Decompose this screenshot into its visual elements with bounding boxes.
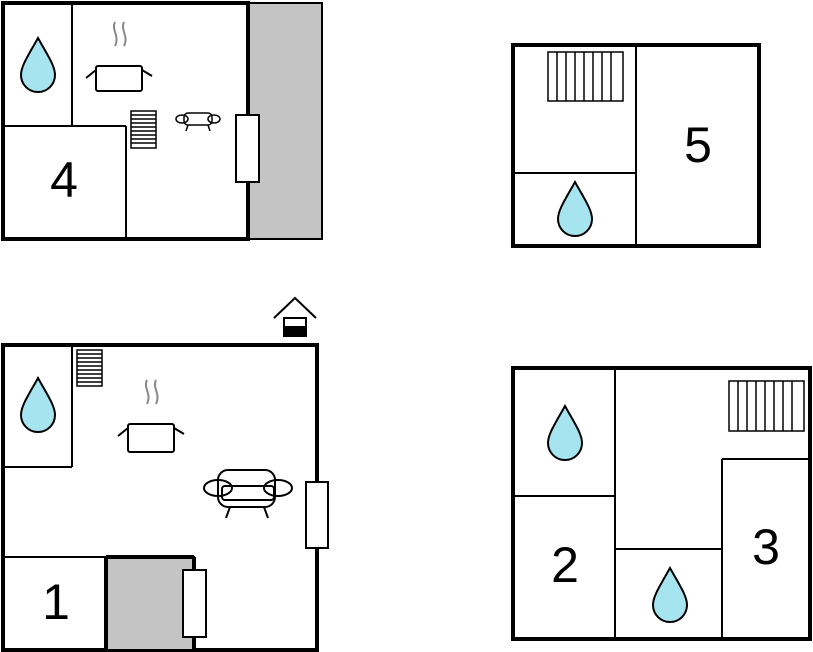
window-icon [182,569,207,638]
sofa-icon [203,469,293,519]
water-drop-icon [556,179,594,237]
radiator-icon [547,51,624,102]
terrace-area [247,2,323,240]
water-drop-icon [546,403,584,461]
water-drop-icon [651,565,689,623]
stairs-icon [130,110,157,149]
room-number: 3 [752,519,780,575]
floorplan-lower-right: 2 3 [511,366,812,641]
window-icon [305,481,329,549]
room-number: 1 [42,574,70,630]
floorplan-lower-left: 1 [1,296,329,652]
kitchen-pot-icon [117,379,185,453]
room-number: 4 [50,152,78,208]
outer-wall [511,366,812,641]
entrance-icon [273,296,317,337]
stairs-icon [76,349,103,387]
floorplan-upper-left: 4 [1,1,323,241]
sofa-icon [175,112,221,132]
kitchen-pot-icon [85,21,153,92]
floorplan-upper-right: 5 [511,43,761,248]
water-drop-icon [19,35,57,93]
room-number: 5 [684,117,712,173]
radiator-icon [728,380,805,432]
terrace-area [105,556,195,651]
water-drop-icon [19,375,57,433]
window-icon [235,114,260,183]
room-number: 2 [551,537,579,593]
